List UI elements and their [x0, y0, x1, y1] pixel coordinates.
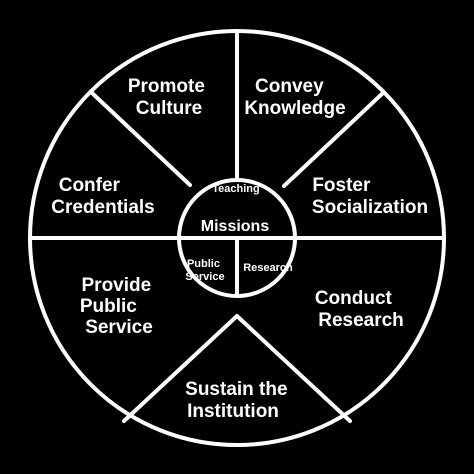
center-public-service-line-1: Public [187, 258, 220, 270]
segment-provide-public-service-line-3: Service [85, 317, 153, 338]
center-public-service-label: Public Service [185, 258, 224, 283]
segment-confer-credentials-label: Confer Credentials [51, 175, 154, 218]
segment-sustain-institution-line-1: Sustain the [185, 379, 287, 400]
segment-foster-socialization-line-1: Foster [312, 175, 371, 196]
segment-conduct-research-label: Conduct Research [315, 288, 404, 331]
segment-provide-public-service-line-1: Provide [82, 275, 152, 296]
center-teaching-label: Teaching [212, 183, 259, 195]
segment-promote-culture-line-1: Promote [128, 76, 205, 97]
segment-foster-socialization-label: Foster Socialization [312, 175, 428, 218]
segment-foster-socialization-line-2: Socialization [312, 197, 428, 218]
center-research-label: Research [243, 262, 293, 274]
segment-promote-culture-label: Promote Culture [128, 76, 210, 119]
segment-conduct-research-line-1: Conduct [315, 288, 393, 309]
segment-confer-credentials-line-1: Confer [59, 175, 121, 196]
segment-convey-knowledge-line-1: Convey [255, 76, 324, 97]
spoke-upper-right [282, 91, 385, 188]
spoke-lower-left [122, 314, 239, 423]
spoke-lower-right [235, 314, 352, 423]
segment-convey-knowledge-line-2: Knowledge [244, 98, 345, 119]
segment-sustain-institution-line-2: Institution [187, 401, 279, 422]
center-missions-title: Missions [201, 218, 270, 235]
segment-provide-public-service-line-2: Public [80, 296, 137, 317]
segment-convey-knowledge-label: Convey Knowledge [244, 76, 345, 119]
segment-sustain-institution-label: Sustain the Institution [185, 379, 293, 422]
segment-confer-credentials-line-2: Credentials [51, 197, 154, 218]
segment-promote-culture-line-2: Culture [136, 98, 203, 119]
segment-conduct-research-line-2: Research [318, 310, 404, 331]
segment-provide-public-service-label: Provide Public Service [80, 275, 157, 338]
spoke-upper-left [90, 91, 192, 187]
center-public-service-line-2: Service [185, 271, 224, 283]
